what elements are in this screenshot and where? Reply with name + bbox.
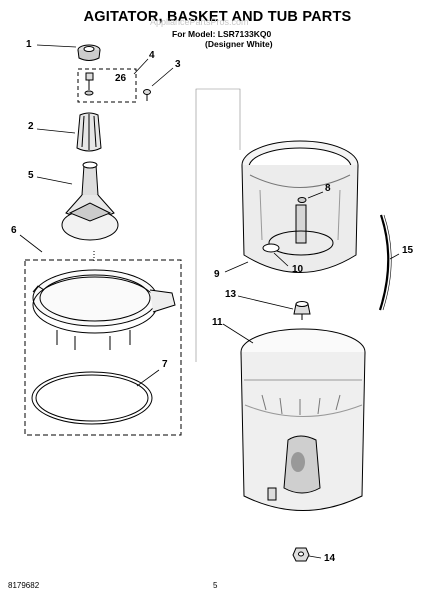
kit-box-6 xyxy=(24,259,182,436)
kit-box-26 xyxy=(77,68,137,103)
fitting-part xyxy=(293,301,311,320)
agitator-barrel-part xyxy=(76,112,102,152)
callout-15: 15 xyxy=(402,245,414,256)
model-line: For Model: LSR7133KQ0 xyxy=(172,29,272,39)
balance-ring-part xyxy=(32,269,176,350)
callout-1: 1 xyxy=(26,39,32,50)
agitator-cap-part xyxy=(77,44,101,61)
gasket-strip-part xyxy=(378,214,392,311)
snap-ring-part xyxy=(31,371,153,425)
assembly-connector-line-2 xyxy=(195,88,241,362)
document-number: 8179682 xyxy=(8,581,40,590)
bolt-part xyxy=(143,89,151,101)
watermark: AppliancePartsPros.com xyxy=(150,17,249,27)
callout-9: 9 xyxy=(214,269,220,280)
basket-part xyxy=(241,140,359,273)
callout-5: 5 xyxy=(28,170,34,181)
diagram-title: AGITATOR, BASKET AND TUB PARTS xyxy=(83,9,352,25)
callout-11: 11 xyxy=(212,317,223,328)
callout-14: 14 xyxy=(324,553,336,564)
color-line: (Designer White) xyxy=(205,39,273,49)
callout-7: 7 xyxy=(162,359,168,370)
page-number: 5 xyxy=(213,581,218,590)
callout-6: 6 xyxy=(11,225,17,236)
callout-26: 26 xyxy=(115,73,127,84)
callout-2: 2 xyxy=(28,121,34,132)
callout-3: 3 xyxy=(175,59,181,70)
agitator-base-part xyxy=(61,161,119,241)
callout-10: 10 xyxy=(292,264,304,275)
callout-4: 4 xyxy=(149,50,155,61)
nut-part xyxy=(292,547,310,562)
bolt-kit-part xyxy=(84,72,94,96)
callout-13: 13 xyxy=(225,289,237,300)
callout-8: 8 xyxy=(325,183,331,194)
leader-lines xyxy=(19,44,400,559)
outer-tub-part xyxy=(240,328,366,511)
basket-bolt-part xyxy=(297,197,307,203)
